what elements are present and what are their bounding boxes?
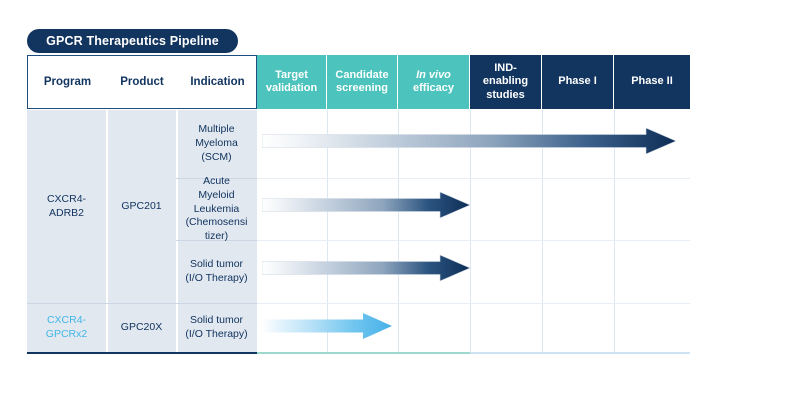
- cell-product-2: GPC20X: [120, 321, 163, 334]
- cell-product-1: GPC201: [121, 199, 162, 212]
- column-header-product-label: Product: [120, 76, 164, 88]
- pipeline-plot-area: [257, 110, 690, 354]
- gridline-h-1: [257, 178, 690, 179]
- cell-program-2: CXCR4- GPCRx2: [45, 314, 88, 340]
- progress-arrow-row-2: [262, 192, 470, 218]
- column-divider-program-product: [106, 110, 108, 352]
- column-header-product: Product: [107, 56, 177, 108]
- phase-header-ind-enabling-studies: IND- enabling studies: [470, 55, 542, 109]
- progress-arrow-row-4: [262, 313, 392, 339]
- cell-indication-1: Multiple Myeloma (SCM): [195, 123, 238, 163]
- cell-indication-4: Solid tumor (I/O Therapy): [185, 314, 248, 340]
- progress-arrow-row-3: [262, 255, 470, 281]
- row-divider-indication-1: [176, 178, 257, 179]
- gridline-v-5: [614, 110, 615, 352]
- column-header-program-label: Program: [43, 76, 92, 88]
- cell-indication-3: Solid tumor (I/O Therapy): [185, 258, 248, 284]
- phase-header-phase-i: Phase I: [542, 55, 614, 109]
- gridline-v-3: [470, 110, 471, 352]
- column-header-indication-label: Indication: [190, 76, 245, 88]
- gridline-h-3: [257, 303, 690, 304]
- phase-header-candidate-screening: Candidate screening: [327, 55, 398, 109]
- phase-column-headers: Target validation Candidate screening In…: [257, 55, 690, 109]
- row-divider-program-groups: [27, 303, 257, 304]
- column-header-indication: Indication: [177, 56, 258, 108]
- column-divider-product-indication: [176, 110, 178, 352]
- page-title: GPCR Therapeutics Pipeline: [46, 34, 219, 48]
- gridline-h-2: [257, 240, 690, 241]
- phase-header-target-validation: Target validation: [257, 55, 327, 109]
- row-divider-indication-2: [176, 240, 257, 241]
- bottom-rule-teal: [257, 352, 470, 354]
- chart-title-pill: GPCR Therapeutics Pipeline: [27, 29, 238, 53]
- gridline-v-1: [327, 110, 328, 352]
- cell-program-1: CXCR4- ADRB2: [46, 192, 87, 219]
- gridline-v-2: [398, 110, 399, 352]
- progress-arrow-row-1: [262, 128, 676, 154]
- column-header-program: Program: [28, 56, 107, 108]
- cell-indication-2: Acute Myeloid Leukemia (Chemosensi tizer…: [185, 174, 248, 243]
- left-column-headers: Program Product Indication: [27, 55, 257, 109]
- gridline-v-4: [542, 110, 543, 352]
- bottom-rule-blue: [470, 352, 690, 354]
- left-data-panel: [27, 110, 257, 354]
- phase-header-phase-ii: Phase II: [614, 55, 690, 109]
- phase-header-in-vivo-efficacy: In vivo efficacy: [398, 55, 470, 109]
